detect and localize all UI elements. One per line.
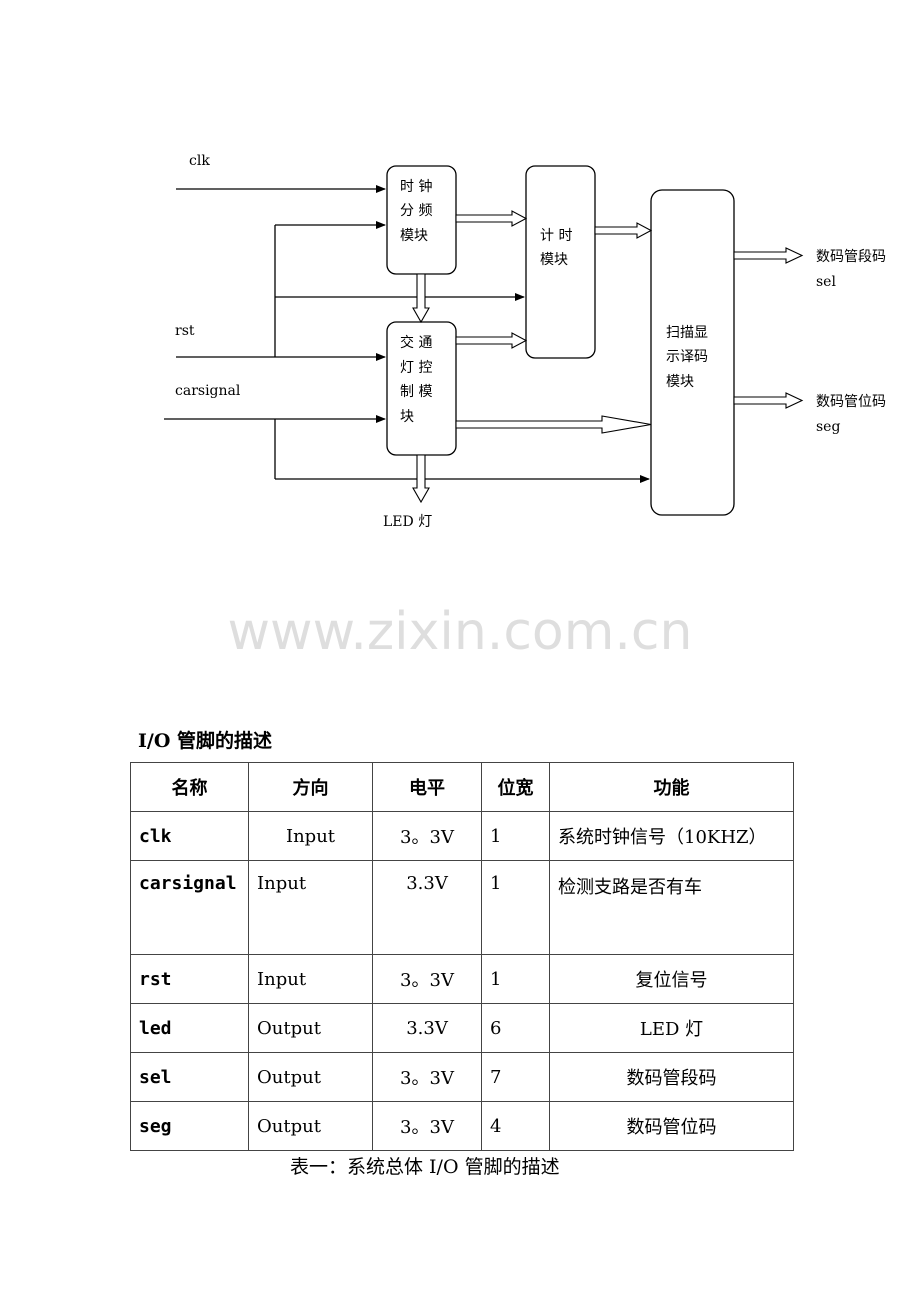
table-header-row: 名称 方向 电平 位宽 功能 [130, 762, 794, 812]
divider-to-timer-bus [455, 210, 528, 227]
carsignal-label: carsignal [175, 383, 241, 399]
traffic-ctrl-line4: 块 [400, 409, 414, 425]
section-title: I/O 管脚的描述 [138, 730, 272, 752]
cell-direction: Input [248, 954, 373, 1004]
cell-direction: Output [248, 1003, 373, 1053]
cell-level: 3.3V [372, 1003, 482, 1053]
cell-name: rst [130, 954, 249, 1004]
traffic-ctrl-line3: 制 模 [400, 384, 432, 400]
header-name: 名称 [130, 762, 249, 812]
watermark: www.zixin.com.cn [227, 602, 693, 662]
cell-function: 数码管位码 [549, 1101, 794, 1151]
cell-width: 1 [481, 860, 550, 955]
table-row: led Output 3.3V 6 LED 灯 [130, 1003, 794, 1053]
header-direction: 方向 [248, 762, 373, 812]
cell-level: 3。3V [372, 1101, 482, 1151]
seg-code-label: 数码管段码 [816, 249, 886, 265]
clk-label: clk [189, 153, 210, 169]
timer-line1: 计 时 [540, 228, 572, 244]
cell-function: 数码管段码 [549, 1052, 794, 1102]
block-diagram: clk rst carsignal 时 钟 分 频 模块 计 时 模块 交 通 … [164, 153, 886, 530]
cell-level: 3。3V [372, 1052, 482, 1102]
table-row: carsignal Input 3.3V 1 检测支路是否有车 [130, 860, 794, 955]
traffic-to-display-bus [455, 415, 652, 434]
cell-direction: Input [248, 860, 373, 955]
cell-direction: Input [248, 811, 373, 861]
cell-width: 6 [481, 1003, 550, 1053]
clock-divider-line2: 分 频 [400, 203, 432, 219]
cell-function: 系统时钟信号（10KHZ） [549, 811, 794, 861]
cell-name: led [130, 1003, 249, 1053]
traffic-to-led-bus [412, 454, 430, 504]
cell-direction: Output [248, 1101, 373, 1151]
cell-direction: Output [248, 1052, 373, 1102]
cell-name: carsignal [130, 860, 249, 955]
traffic-to-timer-bus [455, 332, 528, 349]
cell-level: 3。3V [372, 811, 482, 861]
table-caption: 表一：系统总体 I/O 管脚的描述 [290, 1156, 560, 1178]
sel-label: sel [816, 274, 836, 290]
scan-display-line3: 模块 [666, 374, 694, 390]
cell-name: clk [130, 811, 249, 861]
display-to-sel-bus [733, 247, 804, 264]
display-to-seg-bus [733, 392, 804, 409]
cell-level: 3.3V [372, 860, 482, 955]
cell-function: 检测支路是否有车 [549, 860, 794, 955]
scan-display-block [650, 189, 735, 516]
cell-width: 1 [481, 811, 550, 861]
header-level: 电平 [372, 762, 482, 812]
led-output-label: LED 灯 [383, 514, 432, 530]
cell-function: 复位信号 [549, 954, 794, 1004]
timer-line2: 模块 [540, 252, 568, 268]
cell-width: 7 [481, 1052, 550, 1102]
cell-name: seg [130, 1101, 249, 1151]
table-row: clk Input 3。3V 1 系统时钟信号（10KHZ） [130, 811, 794, 861]
clock-divider-line1: 时 钟 [400, 178, 432, 195]
rst-label: rst [175, 323, 195, 339]
seg-label: seg [816, 419, 840, 435]
header-function: 功能 [549, 762, 794, 812]
pos-code-label: 数码管位码 [816, 394, 886, 410]
cell-width: 4 [481, 1101, 550, 1151]
io-pin-table: 名称 方向 电平 位宽 功能 clk Input 3。3V 1 系统时钟信号（1… [130, 762, 794, 1151]
header-width: 位宽 [481, 762, 550, 812]
cell-width: 1 [481, 954, 550, 1004]
cell-level: 3。3V [372, 954, 482, 1004]
table-row: rst Input 3。3V 1 复位信号 [130, 954, 794, 1004]
scan-display-line2: 示译码 [666, 349, 708, 365]
traffic-ctrl-line1: 交 通 [400, 334, 432, 351]
table-row: seg Output 3。3V 4 数码管位码 [130, 1101, 794, 1151]
traffic-ctrl-line2: 灯 控 [400, 360, 432, 376]
divider-to-traffic-bus [412, 273, 430, 324]
timer-to-display-bus [594, 222, 653, 239]
clock-divider-line3: 模块 [400, 228, 428, 244]
scan-display-line1: 扫描显 [666, 325, 708, 341]
timer-block [525, 165, 596, 359]
cell-name: sel [130, 1052, 249, 1102]
table-row: sel Output 3。3V 7 数码管段码 [130, 1052, 794, 1102]
cell-function: LED 灯 [549, 1003, 794, 1053]
